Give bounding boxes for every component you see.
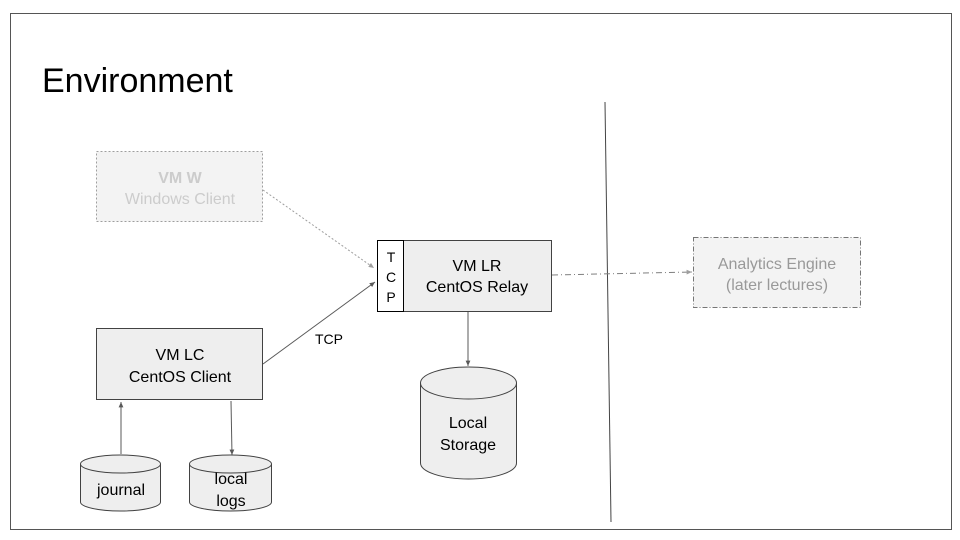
vm-lc-title: VM LC — [156, 347, 205, 364]
divider-line — [604, 101, 612, 523]
journal-top — [80, 454, 161, 474]
tcp-port-letter-t: T — [387, 249, 396, 265]
vm-lc-box — [96, 328, 263, 400]
vm-lc-node: VM LC CentOS Client — [96, 328, 263, 400]
vm-w-box — [96, 151, 263, 222]
vm-lr-title: VM LR — [453, 258, 502, 275]
journal-label: journal — [96, 482, 145, 499]
vm-lr-box — [377, 240, 552, 312]
dotted-connector-vm-w-to-tcp — [262, 189, 375, 269]
tcp-port-box — [377, 240, 404, 312]
vm-w-node: VM W Windows Client — [96, 151, 263, 222]
local-logs-body — [189, 464, 272, 512]
analytics-engine-subtitle: (later lectures) — [726, 277, 828, 294]
local-logs-top — [189, 454, 272, 474]
tcp-edge-label: TCP — [315, 331, 343, 347]
tcp-port-letter-p: P — [386, 289, 395, 305]
local-logs-line2: logs — [216, 493, 245, 510]
vm-w-title: VM W — [158, 170, 202, 187]
vm-lr-node: T C P VM LR CentOS Relay — [377, 240, 552, 312]
local-logs-cylinder: local logs — [189, 454, 272, 512]
local-storage-top — [420, 366, 517, 400]
journal-cylinder: journal — [80, 454, 161, 512]
vm-lr-subtitle: CentOS Relay — [426, 279, 528, 296]
local-storage-line1: Local — [449, 415, 487, 432]
analytics-engine-node: Analytics Engine (later lectures) — [693, 237, 861, 308]
local-logs-line1: local — [215, 471, 248, 488]
analytics-engine-box — [693, 237, 861, 308]
page-title: Environment — [42, 62, 233, 100]
local-storage-body — [420, 383, 517, 480]
dashdot-connector-lr-to-analytics — [551, 269, 693, 276]
tcp-connector-lc-to-lr — [262, 281, 376, 365]
local-storage-line2: Storage — [440, 437, 496, 454]
local-storage-cylinder: Local Storage — [420, 366, 517, 480]
journal-body — [80, 464, 161, 512]
connector-lc-to-local-logs — [229, 400, 235, 456]
vm-lc-subtitle: CentOS Client — [129, 369, 232, 386]
tcp-port-letter-c: C — [386, 269, 396, 285]
vm-w-subtitle: Windows Client — [125, 191, 236, 208]
analytics-engine-title: Analytics Engine — [718, 256, 836, 273]
